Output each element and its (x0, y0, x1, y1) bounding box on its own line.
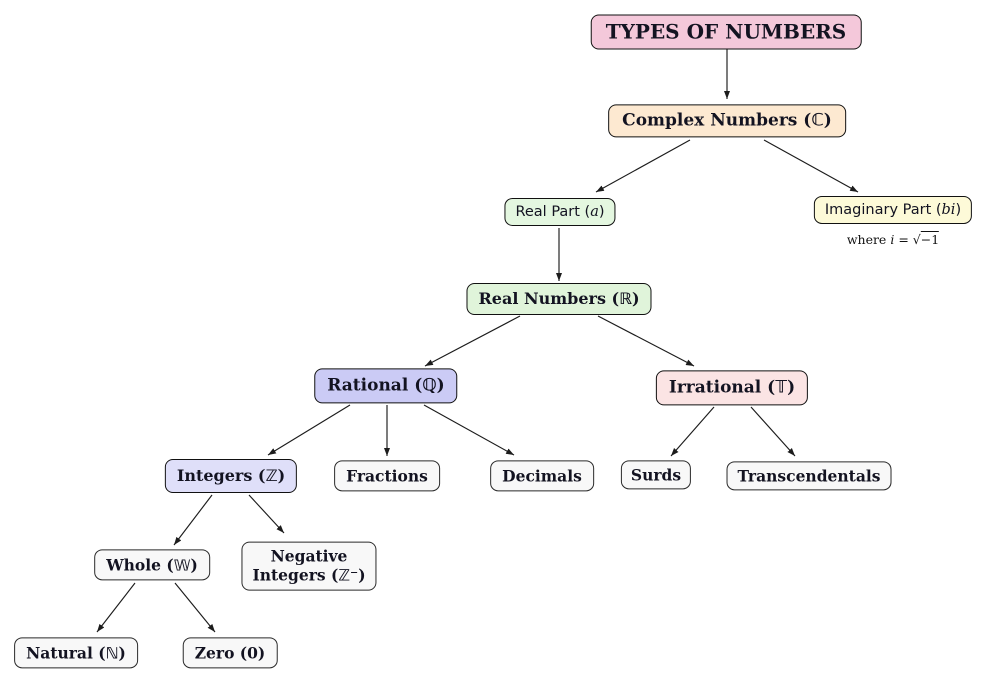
imaginary-part-close: ) (955, 201, 962, 218)
node-surds: Surds (620, 460, 692, 490)
note-radicand: −1 (920, 231, 940, 247)
node-rational: Rational (ℚ) (314, 368, 458, 404)
negative-integers-line2: Integers (ℤ⁻) (252, 566, 366, 585)
note-where: where (846, 232, 887, 247)
node-complex-numbers: Complex Numbers (ℂ) (608, 104, 846, 138)
node-fractions: Fractions (334, 460, 440, 492)
note-var: i (890, 232, 895, 247)
note-equals: = (898, 232, 909, 247)
real-part-close: ) (598, 203, 605, 220)
node-integers: Integers (ℤ) (164, 459, 298, 493)
real-part-var: a (590, 203, 599, 220)
edge-rational-integers (267, 404, 351, 456)
imaginary-unit-note: where i = √−1 (846, 231, 940, 247)
node-real-part: Real Part (a) (504, 197, 616, 227)
node-real-numbers: Real Numbers (ℝ) (466, 283, 652, 315)
node-transcendentals: Transcendentals (726, 461, 892, 491)
negative-integers-line1: Negative (270, 546, 348, 566)
node-irrational: Irrational (𝕋) (655, 370, 809, 406)
edge-irrational-transcendentals (750, 406, 796, 457)
edge-integers-whole (173, 494, 213, 546)
imaginary-part-var: bi (941, 201, 956, 218)
node-imaginary-part: Imaginary Part (bi) (813, 195, 973, 225)
edge-complex-realpart (595, 139, 691, 193)
node-types-of-numbers: TYPES OF NUMBERS (590, 14, 862, 50)
edge-realnumbers-rational (424, 315, 521, 367)
edge-irrational-surds (670, 406, 715, 457)
node-decimals: Decimals (490, 460, 594, 492)
node-zero: Zero (0) (182, 637, 278, 669)
node-natural: Natural (ℕ) (14, 637, 138, 669)
radical-sign: √ (912, 232, 921, 247)
node-whole: Whole (𝕎) (94, 549, 210, 581)
edge-whole-zero (174, 582, 216, 633)
edge-whole-natural (96, 582, 136, 633)
imaginary-part-text: Imaginary Part ( (824, 201, 942, 218)
node-negative-integers: Negative Integers (ℤ⁻) (241, 541, 377, 591)
real-part-text: Real Part ( (515, 203, 591, 220)
edge-realnumbers-irrational (597, 315, 695, 367)
edge-complex-imaginary (763, 139, 859, 193)
edge-rational-decimals (423, 404, 515, 456)
edge-integers-negative (248, 494, 285, 534)
